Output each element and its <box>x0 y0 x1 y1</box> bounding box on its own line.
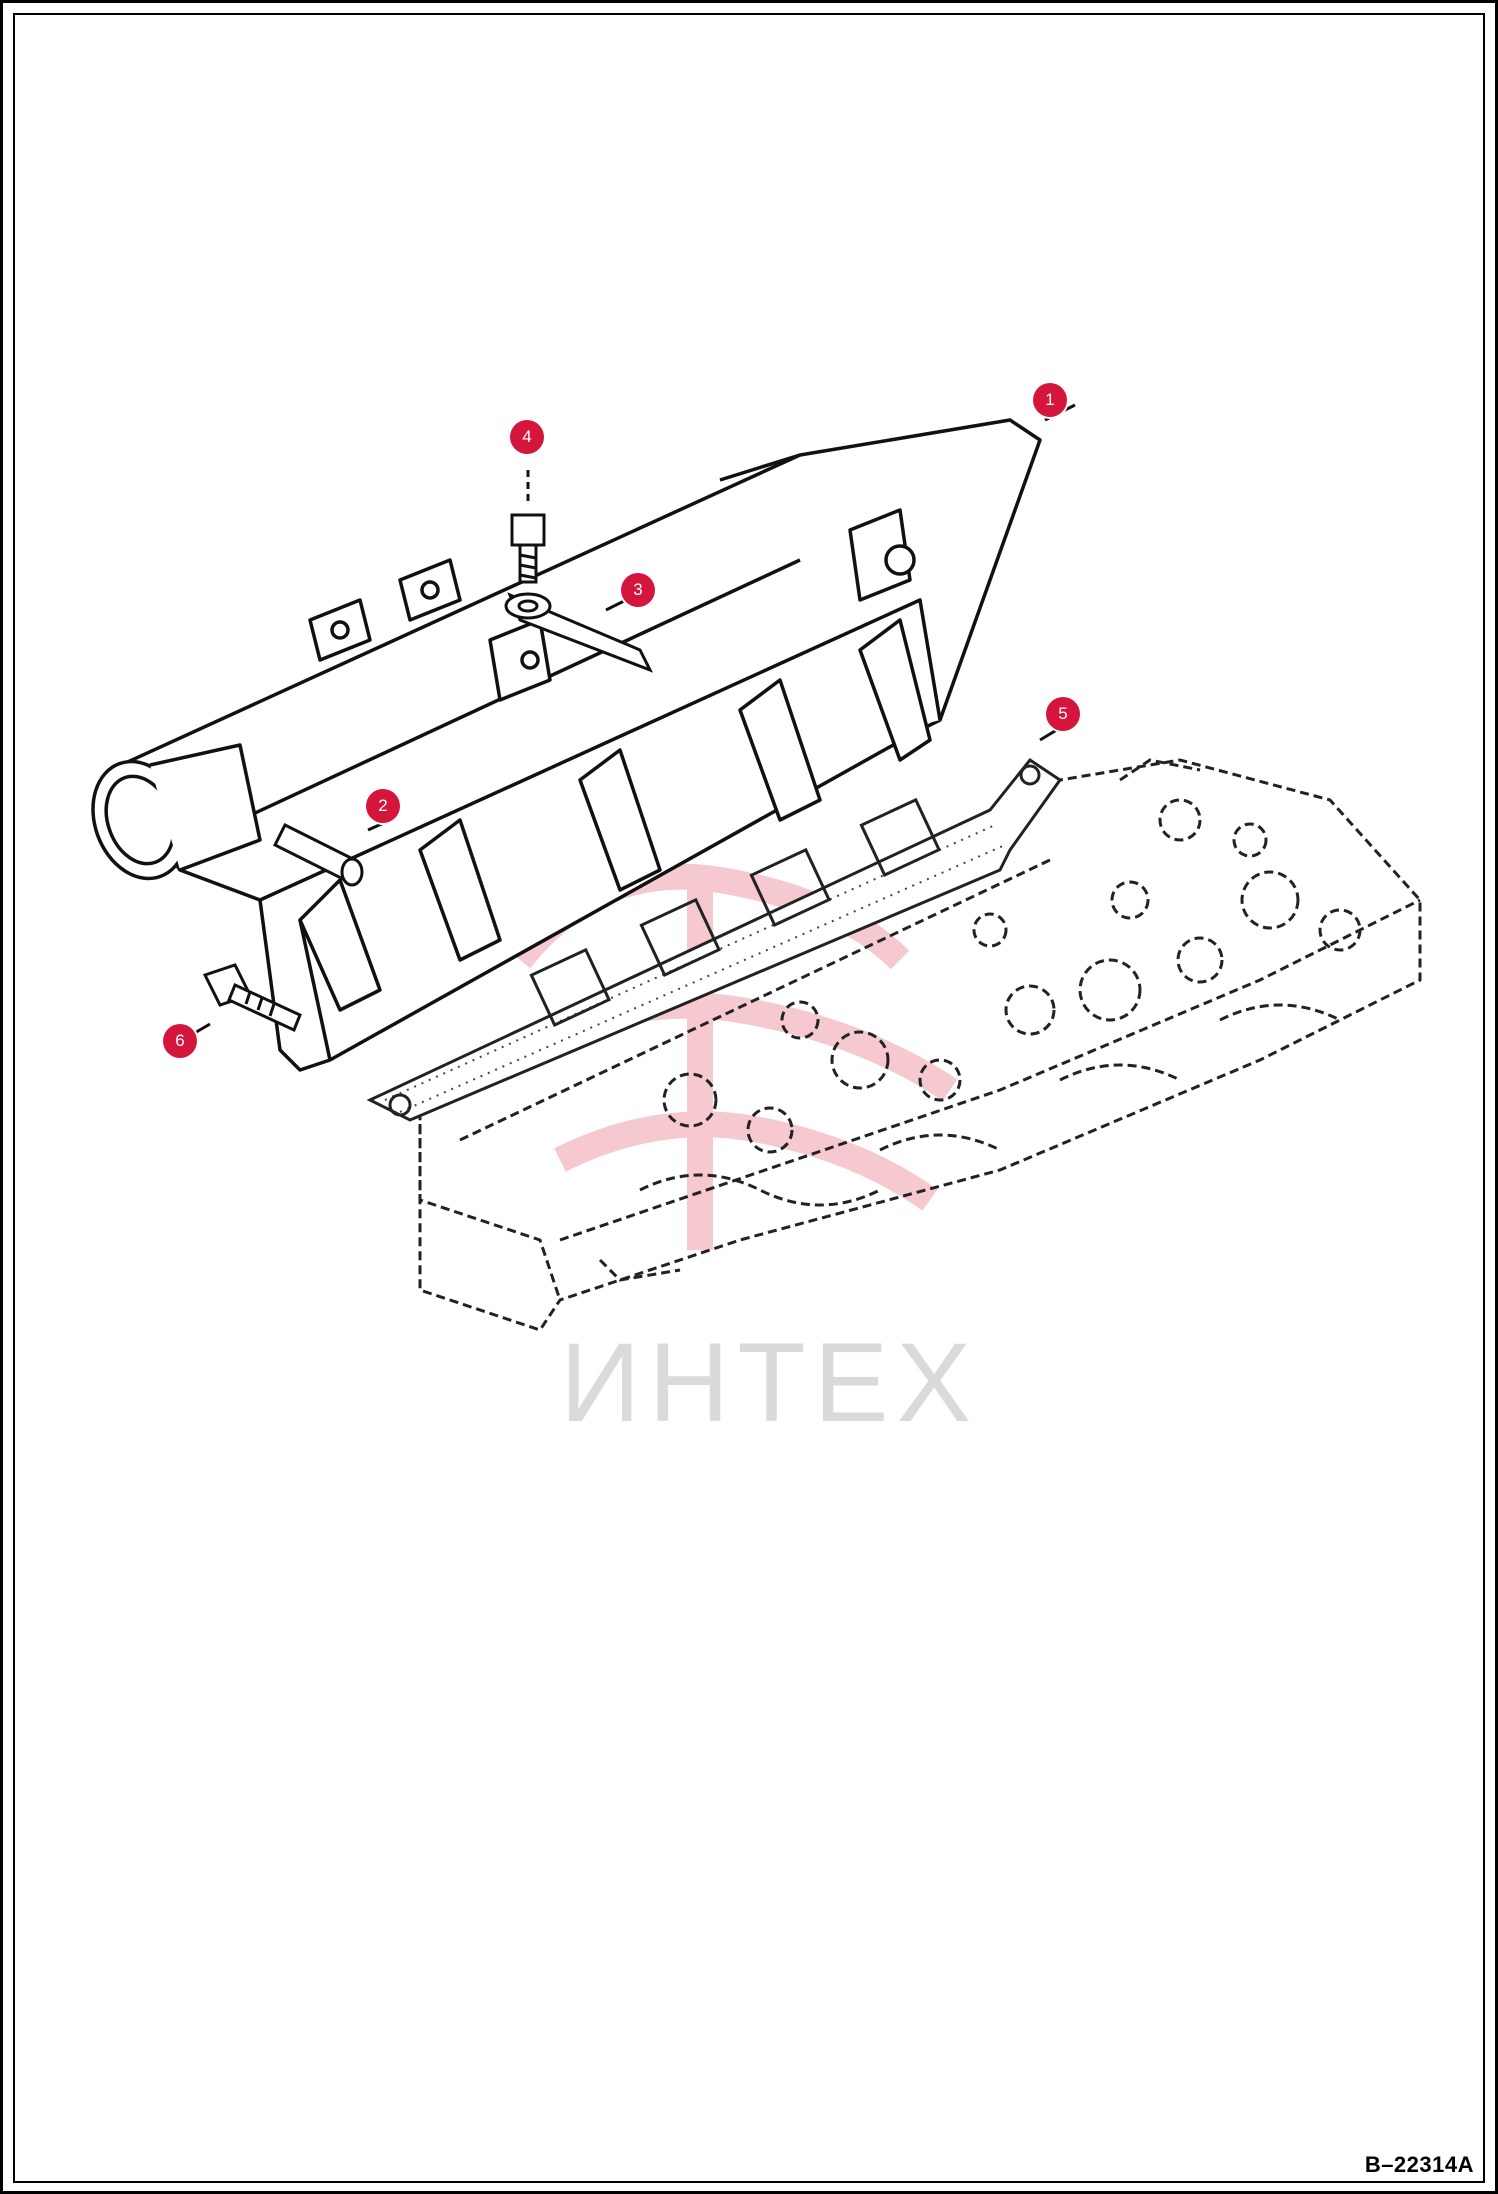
callout-3[interactable]: 3 <box>621 573 655 607</box>
callout-5[interactable]: 5 <box>1046 697 1080 731</box>
gasket <box>366 757 1063 1122</box>
stud <box>272 822 364 887</box>
bracket <box>504 592 654 673</box>
drawing-number: B–22314A <box>1364 2152 1474 2177</box>
callout-2[interactable]: 2 <box>366 789 400 823</box>
callout-1[interactable]: 1 <box>1033 383 1067 417</box>
callout-4[interactable]: 4 <box>510 420 544 454</box>
mounting-bolt <box>202 963 302 1033</box>
watermark-text: ИНТЕХ <box>560 1320 980 1445</box>
cylinder-head <box>418 758 1422 1332</box>
bolt <box>510 470 546 584</box>
intake-manifold <box>91 418 1042 1072</box>
diagram-border <box>13 13 1485 2183</box>
callout-6[interactable]: 6 <box>163 1024 197 1058</box>
